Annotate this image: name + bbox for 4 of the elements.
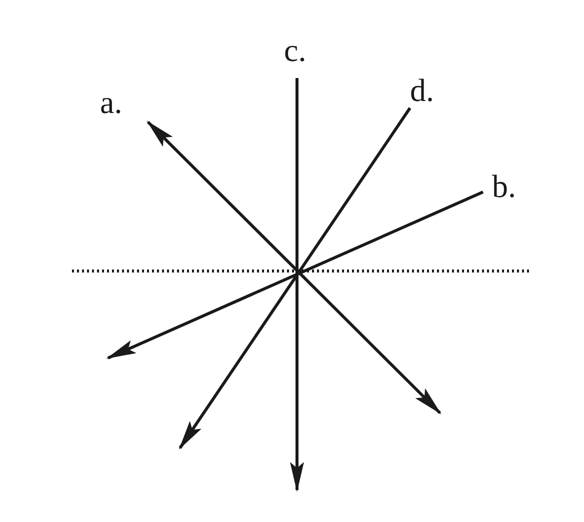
ray-label: d. [410,74,434,106]
ray-label: a. [100,86,122,118]
ray-label: c. [284,34,306,66]
ray-label: b. [492,170,516,202]
